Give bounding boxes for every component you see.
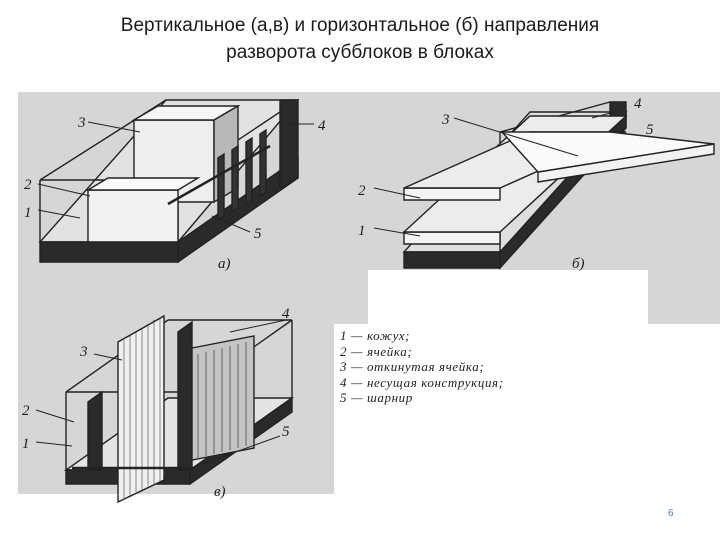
panel-a-label-3: 3 xyxy=(77,115,86,131)
blank-area xyxy=(334,324,720,510)
legend-item-2: 2 — ячейка; xyxy=(340,343,413,359)
panel-a-caption: а) xyxy=(218,256,231,272)
title-line-2: разворота субблоков в блоках xyxy=(226,42,494,63)
panel-c-label-1: 1 xyxy=(22,436,30,452)
blank-area xyxy=(18,494,338,510)
figure-legend: 1 — кожух; 2 — ячейка; 3 — откинутая яче… xyxy=(340,328,504,406)
title-line-1: Вертикальное (а,в) и горизонтальное (б) … xyxy=(120,15,600,36)
legend-item-5: 5 — шарнир xyxy=(340,390,413,405)
panel-a-label-5: 5 xyxy=(254,226,262,242)
blank-area xyxy=(368,270,648,324)
panel-b-label-5: 5 xyxy=(646,122,654,138)
panel-a-drawing xyxy=(37,99,314,264)
panel-b-caption: б) xyxy=(572,256,585,272)
legend-item-4: 4 — несущая конструкция; xyxy=(340,374,504,390)
panel-b-label-2: 2 xyxy=(358,183,366,199)
panel-c-label-2: 2 xyxy=(22,403,30,419)
panel-a-label-4: 4 xyxy=(318,118,326,134)
scanned-figure: 2 1 3 4 5 а) 2 1 3 4 5 б) 3 2 1 4 5 в) xyxy=(18,92,720,510)
panel-c-label-5: 5 xyxy=(282,424,290,440)
legend-item-3: 3 — откинутая ячейка; xyxy=(340,359,485,374)
panel-c-caption: в) xyxy=(214,484,226,500)
panel-b-drawing xyxy=(373,101,715,270)
panel-b-label-3: 3 xyxy=(441,112,450,128)
panel-a-label-1: 1 xyxy=(24,205,32,221)
legend-item-1: 1 — кожух; xyxy=(340,328,411,343)
page-number: 6 xyxy=(668,508,674,519)
slide-title: Вертикальное (а,в) и горизонтальное (б) … xyxy=(40,12,680,66)
panel-c-label-3: 3 xyxy=(79,344,88,360)
panel-b-label-4: 4 xyxy=(634,96,642,112)
figure-drawing: 2 1 3 4 5 а) 2 1 3 4 5 б) 3 2 1 4 5 в) xyxy=(18,92,720,510)
panel-c-label-4: 4 xyxy=(282,306,290,322)
panel-b-label-1: 1 xyxy=(358,223,366,239)
panel-c-drawing xyxy=(35,314,295,504)
panel-a-label-2: 2 xyxy=(24,177,32,193)
